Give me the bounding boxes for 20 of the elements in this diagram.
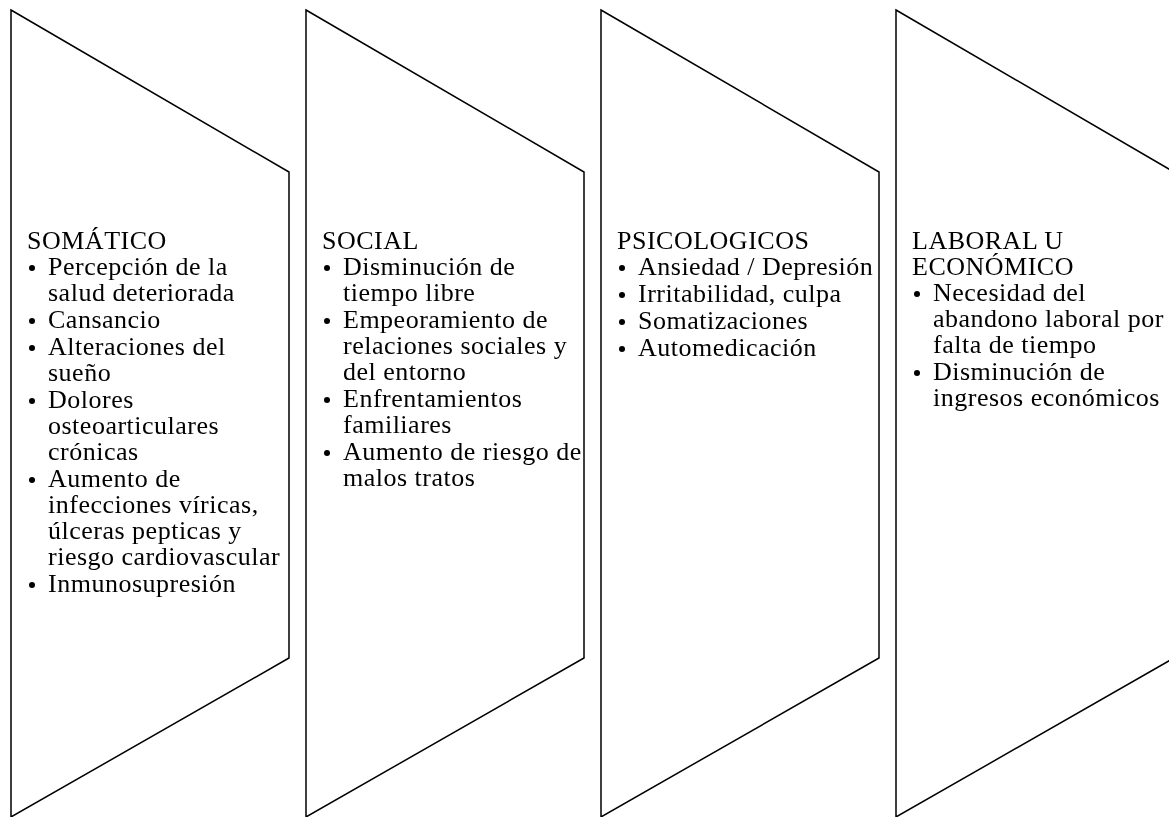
list-item: Irritabilidad, culpa <box>638 279 842 308</box>
list-item: Aumento de infecciones víricas, úlceras pepticas y riesgo cardiovascular <box>48 464 281 571</box>
section-heading: PSICOLOGICOS <box>617 228 811 254</box>
list-item: Dolores osteoarticulares crónicas <box>48 385 220 466</box>
list-item: Disminución de ingresos económicos <box>933 357 1160 412</box>
list-item: Aumento de riesgo de malos tratos <box>343 437 582 492</box>
list-item: Percepción de la salud deteriorada <box>48 252 235 307</box>
section-heading: SOCIAL <box>322 228 420 254</box>
list-item: Somatizaciones <box>638 306 809 335</box>
section-heading: LABORAL U ECONÓMICO <box>912 228 1075 280</box>
list-item: Necesidad del abandono laboral por falta de tiempo <box>933 278 1164 359</box>
list-item: Ansiedad / Depresión <box>638 252 874 281</box>
list-item: Enfrentamientos familiares <box>343 384 523 439</box>
section-heading: SOMÁTICO <box>27 228 168 254</box>
list-item: Inmunosupresión <box>48 569 237 598</box>
list-item: Automedicación <box>638 333 817 362</box>
list-item: Cansancio <box>48 305 161 334</box>
list-item: Empeoramiento de relaciones sociales y del entorno <box>343 305 568 386</box>
list-item: Disminución de tiempo libre <box>343 252 516 307</box>
list-item: Alteraciones del sueño <box>48 332 226 387</box>
